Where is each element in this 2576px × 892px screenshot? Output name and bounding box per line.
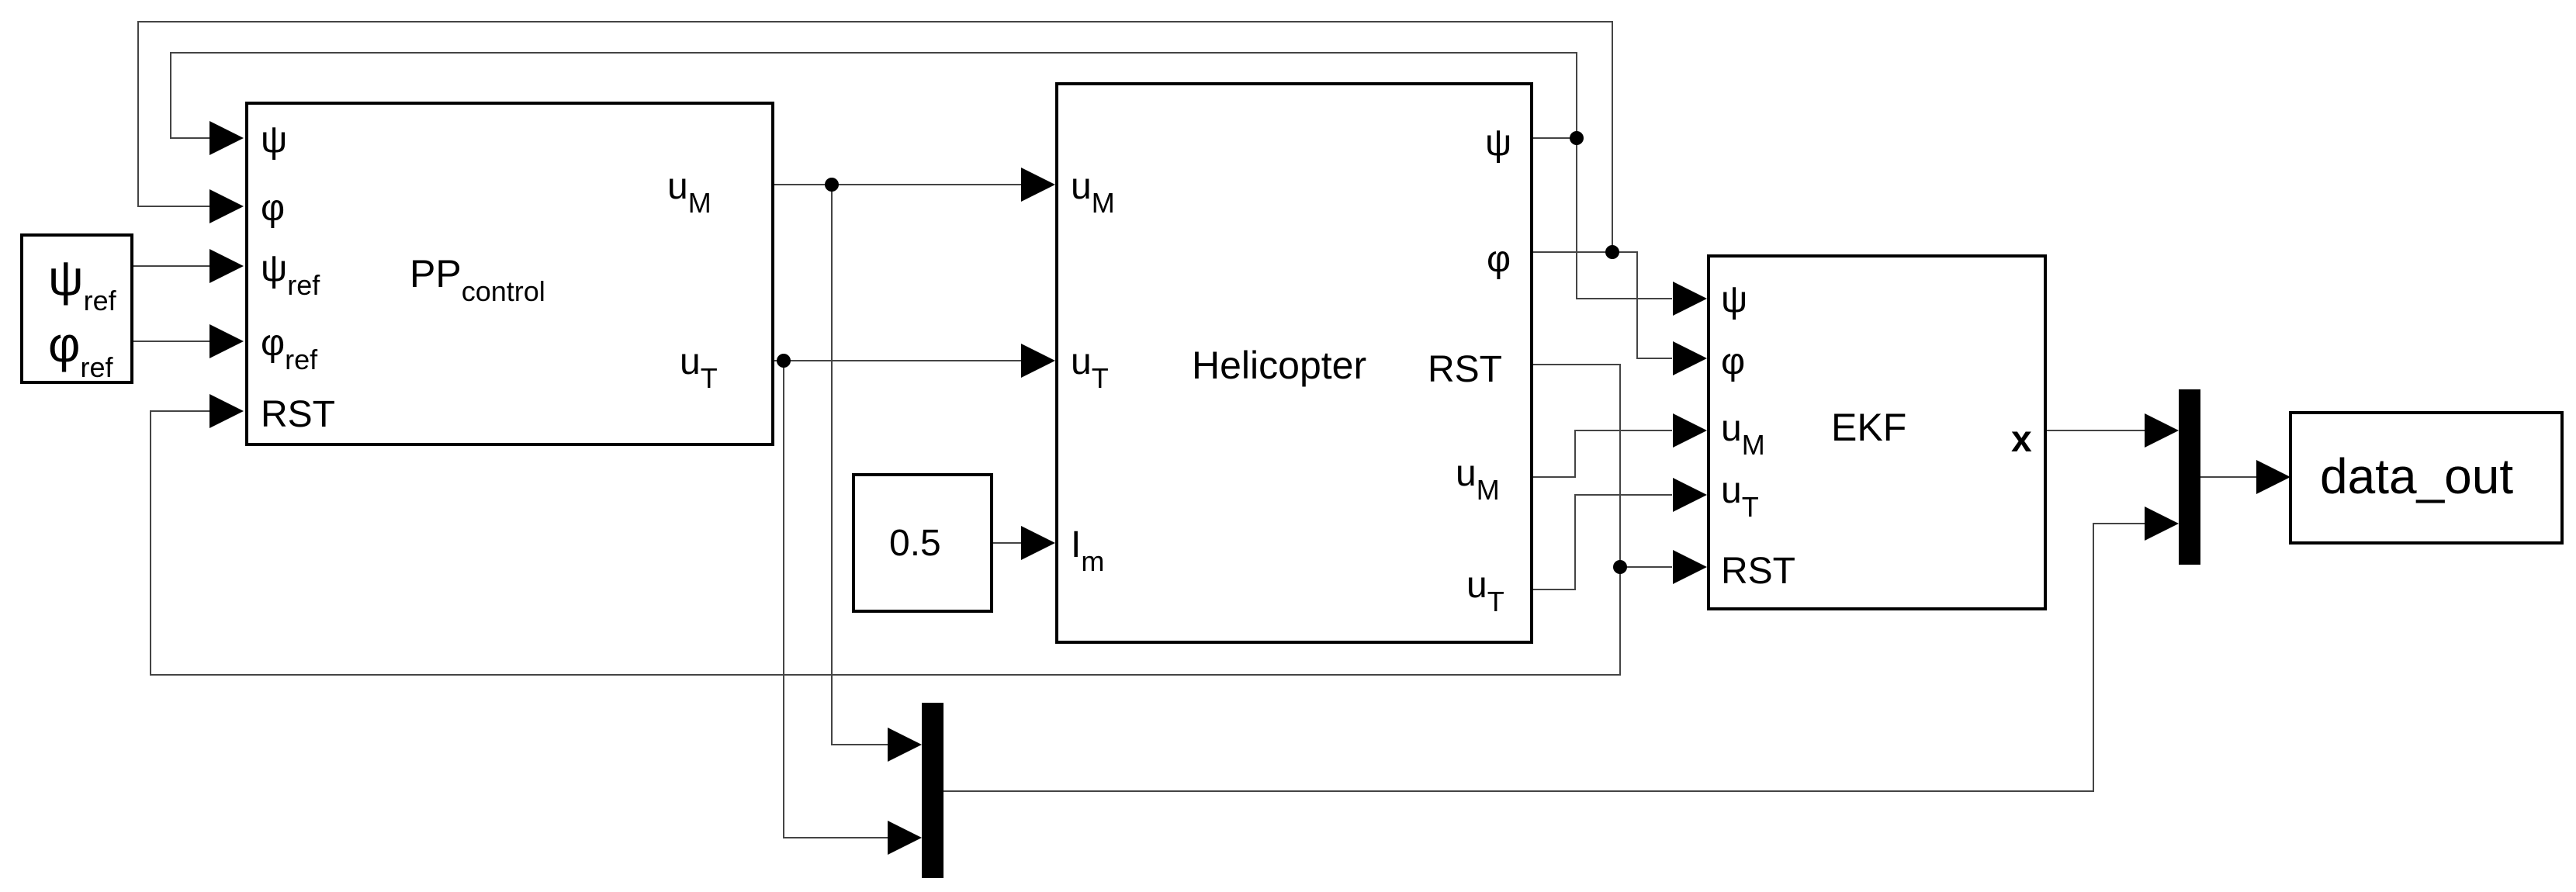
arrow-heli-ut (1021, 344, 1055, 378)
heli-in-ut: uT (1071, 341, 1109, 394)
wire-psi-feedback (170, 52, 1577, 139)
pp-control-block[interactable]: ψ φ ψref φref RST PPcontrol uM uT (245, 102, 774, 446)
constant-frame (852, 473, 993, 613)
pp-control-title: PPcontrol (410, 252, 545, 307)
pp-in-psi-ref: ψref (261, 248, 320, 301)
junction-dot (825, 178, 839, 192)
wires (127, 21, 2258, 838)
arrow-ekf-phi (1673, 341, 1707, 375)
wire-um-branch (831, 185, 891, 745)
ekf-frame (1707, 254, 2047, 610)
wire-ut-branch (783, 361, 891, 838)
wire-heli-phi (1532, 251, 1672, 359)
arrow-uppermux-1 (2145, 413, 2179, 448)
ekf-title: EKF (1831, 406, 1906, 449)
pp-out-ut: uT (680, 341, 718, 394)
arrow-pp-psi (209, 121, 244, 155)
wire-heli-um (1532, 430, 1672, 478)
arrow-lowermux-2 (888, 821, 922, 855)
ekf-in-rst: RST (1721, 551, 1795, 592)
arrow-ekf-rst (1673, 550, 1707, 584)
arrowheads (209, 121, 2290, 855)
arrow-heli-um (1021, 168, 1055, 202)
pp-in-rst: RST (261, 394, 335, 435)
arrow-ekf-um (1673, 413, 1707, 448)
data-out-label: data_out (2320, 448, 2513, 504)
source-phi: φ (48, 316, 81, 372)
arrow-lowermux-1 (888, 728, 922, 762)
mux-bar-upper[interactable] (2179, 389, 2200, 565)
arrow-ekf-psi (1673, 282, 1707, 316)
constant-value: 0.5 (889, 523, 941, 564)
wire-phi-feedback (137, 21, 1613, 252)
junction-dot (777, 354, 791, 368)
source-psi-sub: ref (84, 285, 117, 316)
heli-out-rst: RST (1428, 349, 1502, 390)
data-out-block[interactable]: data_out (2289, 411, 2564, 545)
helicopter-title: Helicopter (1192, 344, 1366, 387)
arrow-pp-phi (209, 189, 244, 223)
ekf-in-psi: ψ (1721, 279, 1747, 320)
junction-dot (1613, 560, 1627, 574)
source-block-frame (20, 233, 133, 384)
arrow-pp-rst (209, 394, 244, 428)
ekf-in-um: uM (1721, 408, 1765, 461)
arrow-uppermux-2 (2145, 507, 2179, 541)
ekf-out-x: x (2011, 419, 2032, 460)
arrow-heli-im (1021, 526, 1055, 560)
data-out-frame (2289, 411, 2564, 545)
arrow-pp-psiref (209, 249, 244, 283)
ekf-in-phi: φ (1721, 341, 1745, 382)
source-label-psi-ref: ψref (48, 250, 117, 316)
constant-block[interactable]: 0.5 (852, 473, 993, 613)
heli-out-phi: φ (1487, 239, 1511, 280)
pp-in-psi: ψ (261, 119, 287, 161)
wire-heli-rst (1532, 364, 1672, 568)
source-psi: ψ (48, 250, 84, 306)
junctions (777, 131, 1627, 574)
source-phi-sub: ref (81, 351, 114, 383)
wire-mux-to-mux (942, 523, 2149, 792)
wire-rst-loop (150, 410, 1621, 676)
helicopter-frame (1055, 82, 1533, 644)
pp-out-um: uM (667, 166, 712, 219)
junction-dot (1605, 245, 1619, 259)
heli-in-um: uM (1071, 166, 1115, 219)
pp-in-phi-ref: φref (261, 323, 318, 375)
heli-out-ut: uT (1466, 565, 1504, 617)
pp-in-phi: φ (261, 188, 285, 229)
arrow-data-out (2256, 460, 2290, 494)
heli-out-psi: ψ (1485, 123, 1511, 164)
source-label-phi-ref: φref (48, 316, 114, 383)
helicopter-block[interactable]: uM uT Im Helicopter ψ φ RST uM uT (1055, 82, 1533, 644)
pp-control-frame (245, 102, 774, 446)
arrow-ekf-ut (1673, 478, 1707, 512)
source-block[interactable]: ψref φref (20, 233, 133, 384)
junction-dot (1570, 131, 1584, 145)
heli-out-um: uM (1456, 453, 1500, 506)
arrow-pp-phiref (209, 324, 244, 358)
wire-heli-psi (1532, 137, 1672, 299)
wire-heli-ut (1532, 494, 1672, 590)
heli-in-im: Im (1071, 524, 1104, 577)
ekf-in-ut: uT (1721, 470, 1759, 523)
mux-bar-lower[interactable] (922, 703, 943, 878)
ekf-block[interactable]: ψ φ uM uT RST EKF x (1707, 254, 2047, 610)
